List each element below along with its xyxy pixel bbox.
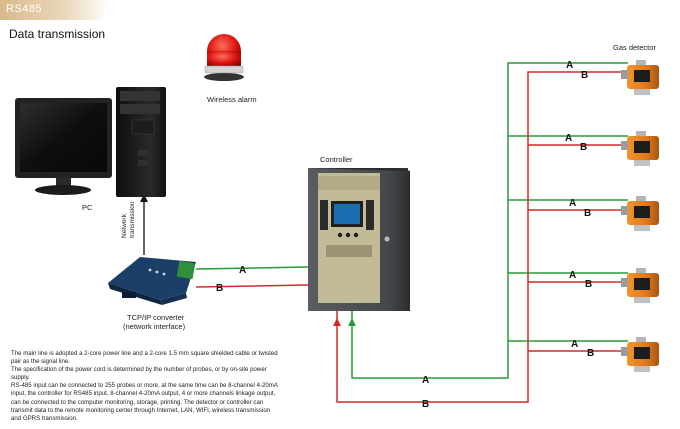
page-title: Data transmission: [9, 27, 106, 41]
line-a-wiring: [195, 62, 628, 379]
arrow-a-icon: [348, 318, 356, 326]
wire-a-label-det1: A: [566, 60, 574, 71]
wire-b-label-det2: B: [580, 142, 588, 153]
wire-b-label-det3: B: [584, 208, 592, 219]
wire-a-label-det4: A: [569, 270, 577, 281]
description-line-2: The specification of the power cord is d…: [11, 366, 267, 382]
converter-title: TCP/IP converter: [127, 313, 185, 322]
wire-b-label-det5: B: [587, 348, 595, 359]
line-b-wiring: [195, 71, 628, 403]
converter-subtitle: (network interface): [123, 322, 186, 331]
gas-detector-icon-1: [621, 60, 659, 95]
wire-b-label-det4: B: [585, 279, 593, 290]
gas-detector-icon-5: [621, 337, 659, 372]
description-line-1: The main line is adopted a 2-core power …: [11, 350, 278, 366]
wire-a-label-converter: A: [239, 265, 247, 276]
gas-detector-icon-2: [621, 131, 659, 166]
controller-icon: [308, 168, 410, 311]
section-banner: RS485: [0, 0, 110, 20]
pc-monitor-icon: [15, 98, 112, 195]
wire-a-label-bottom: A: [422, 375, 430, 386]
arrow-b-icon: [333, 318, 341, 326]
wire-a-label-det2: A: [565, 133, 573, 144]
banner-label: RS485: [6, 3, 43, 15]
pc-tower-icon: [116, 87, 166, 197]
wire-b-label-bottom: B: [422, 399, 430, 410]
gas-detector-icon-4: [621, 268, 659, 303]
controller-label: Controller: [320, 155, 353, 164]
description-line-3: RS-485 input can be connected to 255 pro…: [11, 382, 278, 422]
wire-a-label-det5: A: [571, 339, 579, 350]
description-block: The main line is adopted a 2-core power …: [11, 350, 281, 423]
tcpip-converter-icon: [108, 257, 196, 305]
wire-b-label-converter: B: [216, 283, 224, 294]
network-transmission-label: Network transmission: [121, 201, 136, 238]
wireless-alarm-icon: [204, 34, 244, 81]
wire-b-label-det1: B: [581, 70, 589, 81]
gas-detector-icon-3: [621, 196, 659, 231]
wire-a-label-det3: A: [569, 198, 577, 209]
network-arrow-icon: [140, 194, 148, 202]
gas-detector-label: Gas detector: [613, 43, 656, 52]
wireless-alarm-label: Wireless alarm: [207, 95, 257, 104]
pc-label: PC: [82, 203, 93, 212]
